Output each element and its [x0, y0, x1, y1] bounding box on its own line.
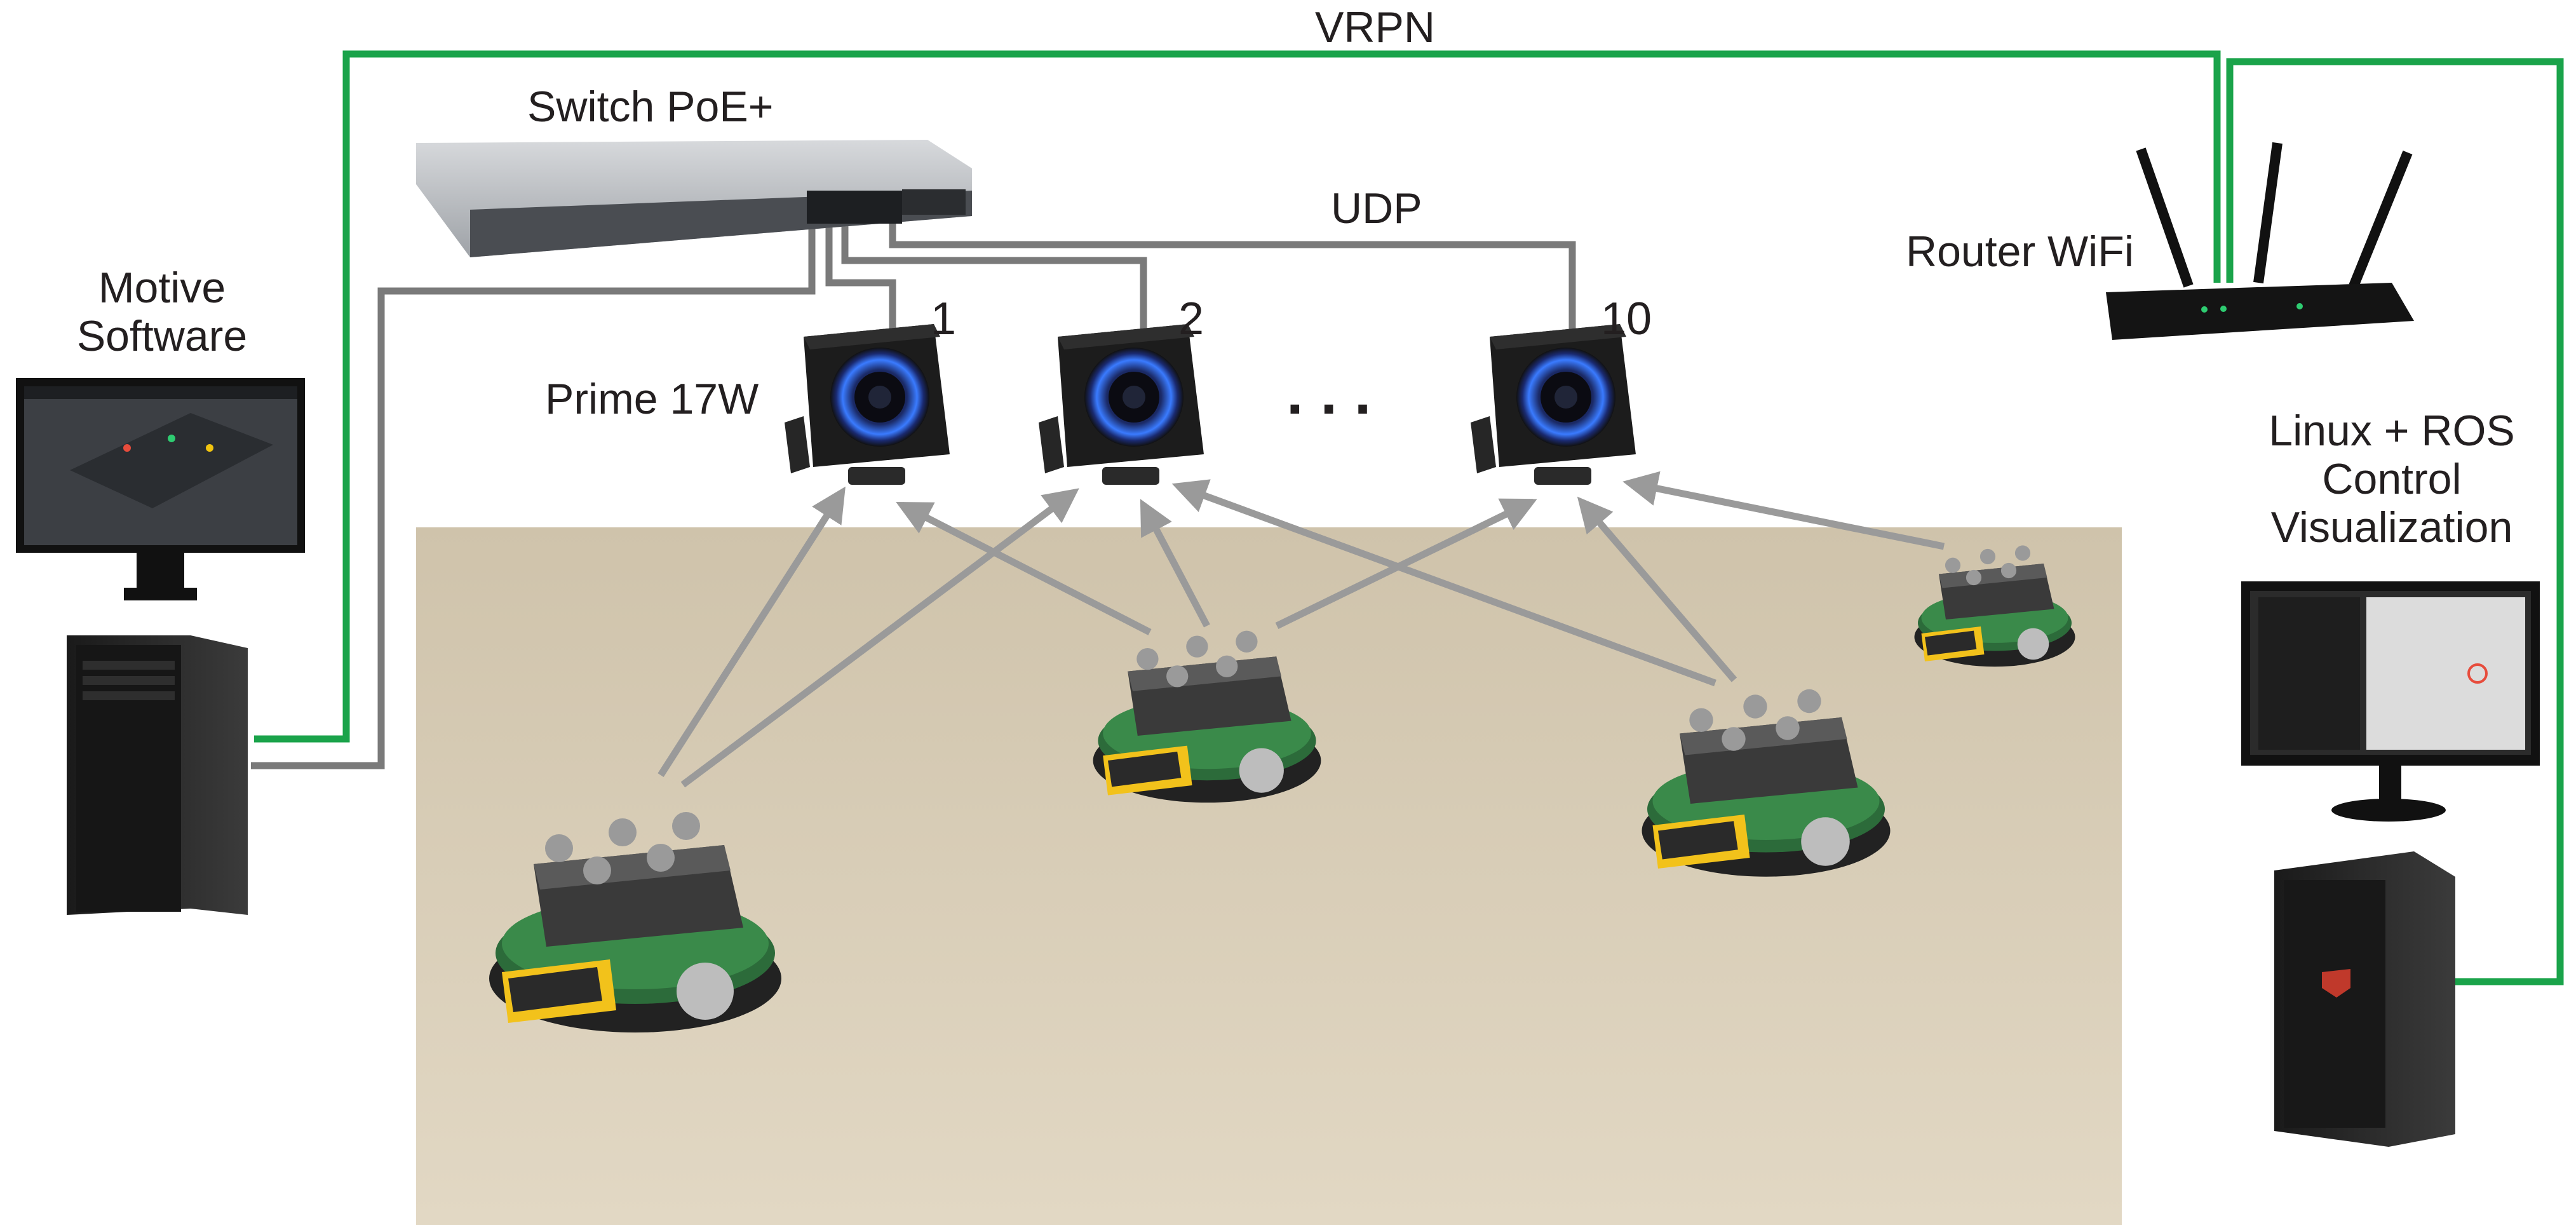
- linux-label-line3: Visualization: [2270, 503, 2513, 552]
- motive-monitor-icon: [16, 378, 305, 600]
- router-label: Router WiFi: [1906, 227, 2134, 276]
- motive-label: Motive Software: [67, 264, 257, 360]
- udp-label: UDP: [1331, 184, 1422, 233]
- network-switch-icon: [416, 140, 972, 257]
- camera-1-icon: [785, 324, 950, 485]
- tracking-arrows: [657, 471, 1945, 788]
- linux-monitor-icon: [2241, 581, 2540, 822]
- camera-2-icon: [1039, 324, 1204, 485]
- camera-10-icon: [1471, 324, 1636, 485]
- udp-links: [251, 222, 1576, 769]
- camera-10-label: 10: [1601, 294, 1652, 344]
- camera-2-label: 2: [1178, 294, 1204, 344]
- vrpn-label: VRPN: [1315, 3, 1435, 51]
- linux-pc-tower-icon: [2274, 851, 2455, 1147]
- linux-label: Linux + ROS Control Visualization: [2252, 407, 2532, 552]
- motive-label-line1: Motive: [98, 264, 226, 312]
- motive-pc-tower-icon: [67, 635, 248, 915]
- camera-1-label: 1: [931, 294, 957, 344]
- linux-label-line1: Linux + ROS: [2269, 407, 2515, 455]
- linux-label-line2: Control: [2322, 455, 2462, 504]
- motive-label-line2: Software: [76, 312, 248, 361]
- camera-model-label: Prime 17W: [545, 375, 759, 423]
- more-cameras-ellipsis: . . .: [1286, 359, 1372, 427]
- switch-label: Switch PoE+: [527, 83, 774, 131]
- vrpn-link: [254, 50, 2564, 985]
- wifi-router-icon: [2106, 142, 2414, 340]
